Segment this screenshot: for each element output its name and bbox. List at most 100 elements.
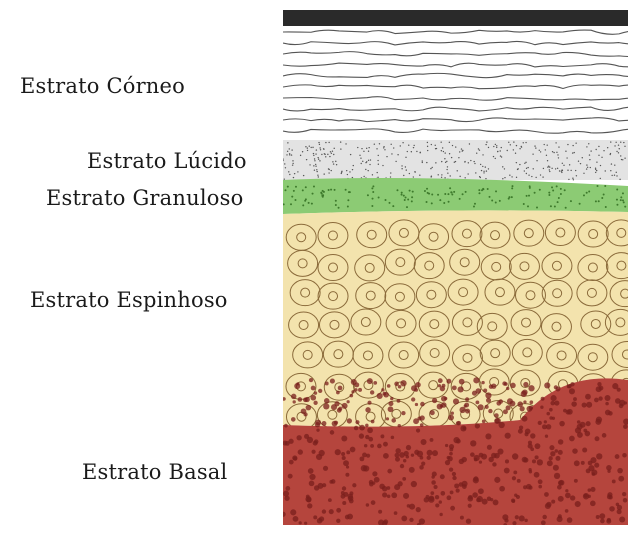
lucido-dot: [570, 170, 571, 171]
lucido-dot: [315, 164, 316, 165]
granule: [605, 206, 607, 208]
basal-cell: [569, 436, 575, 442]
granule: [426, 201, 428, 203]
lucido-dot: [431, 144, 432, 145]
basal-cell: [512, 476, 516, 480]
basal-cell: [338, 407, 342, 411]
lucido-dot: [345, 143, 346, 144]
basal-cell: [414, 450, 419, 455]
lucido-dot: [368, 160, 369, 161]
lucido-dot: [502, 178, 503, 179]
basal-cell: [380, 434, 384, 438]
basal-cell: [615, 398, 621, 404]
granule: [313, 185, 315, 187]
lucido-dot: [500, 150, 501, 151]
granule: [564, 189, 566, 191]
granule: [401, 192, 403, 194]
basal-cell: [280, 512, 285, 517]
basal-cell: [526, 406, 532, 412]
basal-cell: [365, 424, 368, 427]
lucido-dot: [331, 153, 332, 154]
lucido-dot: [313, 155, 314, 156]
granule: [548, 192, 550, 194]
lucido-dot: [516, 177, 517, 178]
lucido-dot: [333, 154, 334, 155]
granule: [511, 196, 513, 198]
lucido-dot: [470, 160, 471, 161]
basal-cell: [397, 399, 401, 403]
basal-cell: [403, 459, 406, 462]
lucido-dot: [401, 168, 402, 169]
basal-cell: [382, 486, 387, 491]
lucido-dot: [562, 163, 563, 164]
lucido-dot: [547, 144, 548, 145]
granule: [371, 205, 373, 207]
lucido-dot: [357, 147, 358, 148]
granule: [447, 193, 449, 195]
basal-cell: [305, 496, 311, 502]
basal-cell: [569, 388, 575, 394]
basal-cell: [571, 401, 576, 406]
layer-lucido: [283, 140, 628, 180]
basal-cell: [546, 412, 550, 416]
lucido-dot: [549, 166, 550, 167]
basal-cell: [296, 435, 301, 440]
layer-granuloso: [283, 178, 628, 214]
granule: [551, 186, 553, 188]
basal-cell: [574, 460, 580, 466]
lucido-dot: [366, 148, 367, 149]
lucido-dot: [607, 147, 608, 148]
basal-cell: [382, 392, 386, 396]
basal-cell: [502, 514, 508, 520]
lucido-dot: [400, 145, 401, 146]
granule: [554, 206, 556, 208]
basal-cell: [341, 491, 345, 495]
lucido-dot: [623, 142, 624, 143]
lucido-dot: [476, 153, 477, 154]
granule: [604, 185, 606, 187]
lucido-dot: [315, 166, 316, 167]
lucido-dot: [327, 154, 328, 155]
granule: [409, 190, 411, 192]
lucido-dot: [445, 162, 446, 163]
lucido-dot: [559, 170, 560, 171]
lucido-dot: [370, 159, 371, 160]
basal-cell: [523, 458, 528, 463]
basal-cell: [590, 487, 595, 492]
basal-cell: [606, 465, 612, 471]
lucido-dot: [430, 176, 431, 177]
basal-cell: [304, 522, 307, 525]
lucido-dot: [435, 145, 436, 146]
basal-cell: [387, 469, 392, 474]
basal-cell: [394, 382, 399, 387]
lucido-dot: [586, 168, 587, 169]
granule: [491, 200, 493, 202]
label-estrato-lucido: Estrato Lúcido: [87, 149, 247, 173]
basal-cell: [532, 459, 536, 463]
granule: [431, 194, 433, 196]
lucido-dot: [589, 159, 590, 160]
lucido-dot: [287, 142, 288, 143]
lucido-dot: [513, 141, 514, 142]
basal-cell: [594, 398, 599, 403]
lucido-dot: [419, 175, 420, 176]
lucido-dot: [318, 142, 319, 143]
basal-cell: [456, 421, 460, 425]
lucido-dot: [360, 157, 361, 158]
basal-cell: [365, 407, 370, 412]
lucido-dot: [622, 159, 623, 160]
lucido-dot: [333, 163, 334, 164]
basal-cell: [342, 501, 346, 505]
lucido-dot: [302, 151, 303, 152]
basal-cell: [306, 405, 312, 411]
granule: [389, 202, 391, 204]
lucido-dot: [401, 165, 402, 166]
lucido-dot: [292, 160, 293, 161]
granule: [295, 186, 297, 188]
basal-cell: [577, 424, 583, 430]
basal-cell: [314, 391, 317, 394]
basal-cell: [507, 398, 513, 404]
basal-cell: [538, 485, 542, 489]
basal-cell: [395, 457, 400, 462]
basal-cell: [577, 432, 583, 438]
